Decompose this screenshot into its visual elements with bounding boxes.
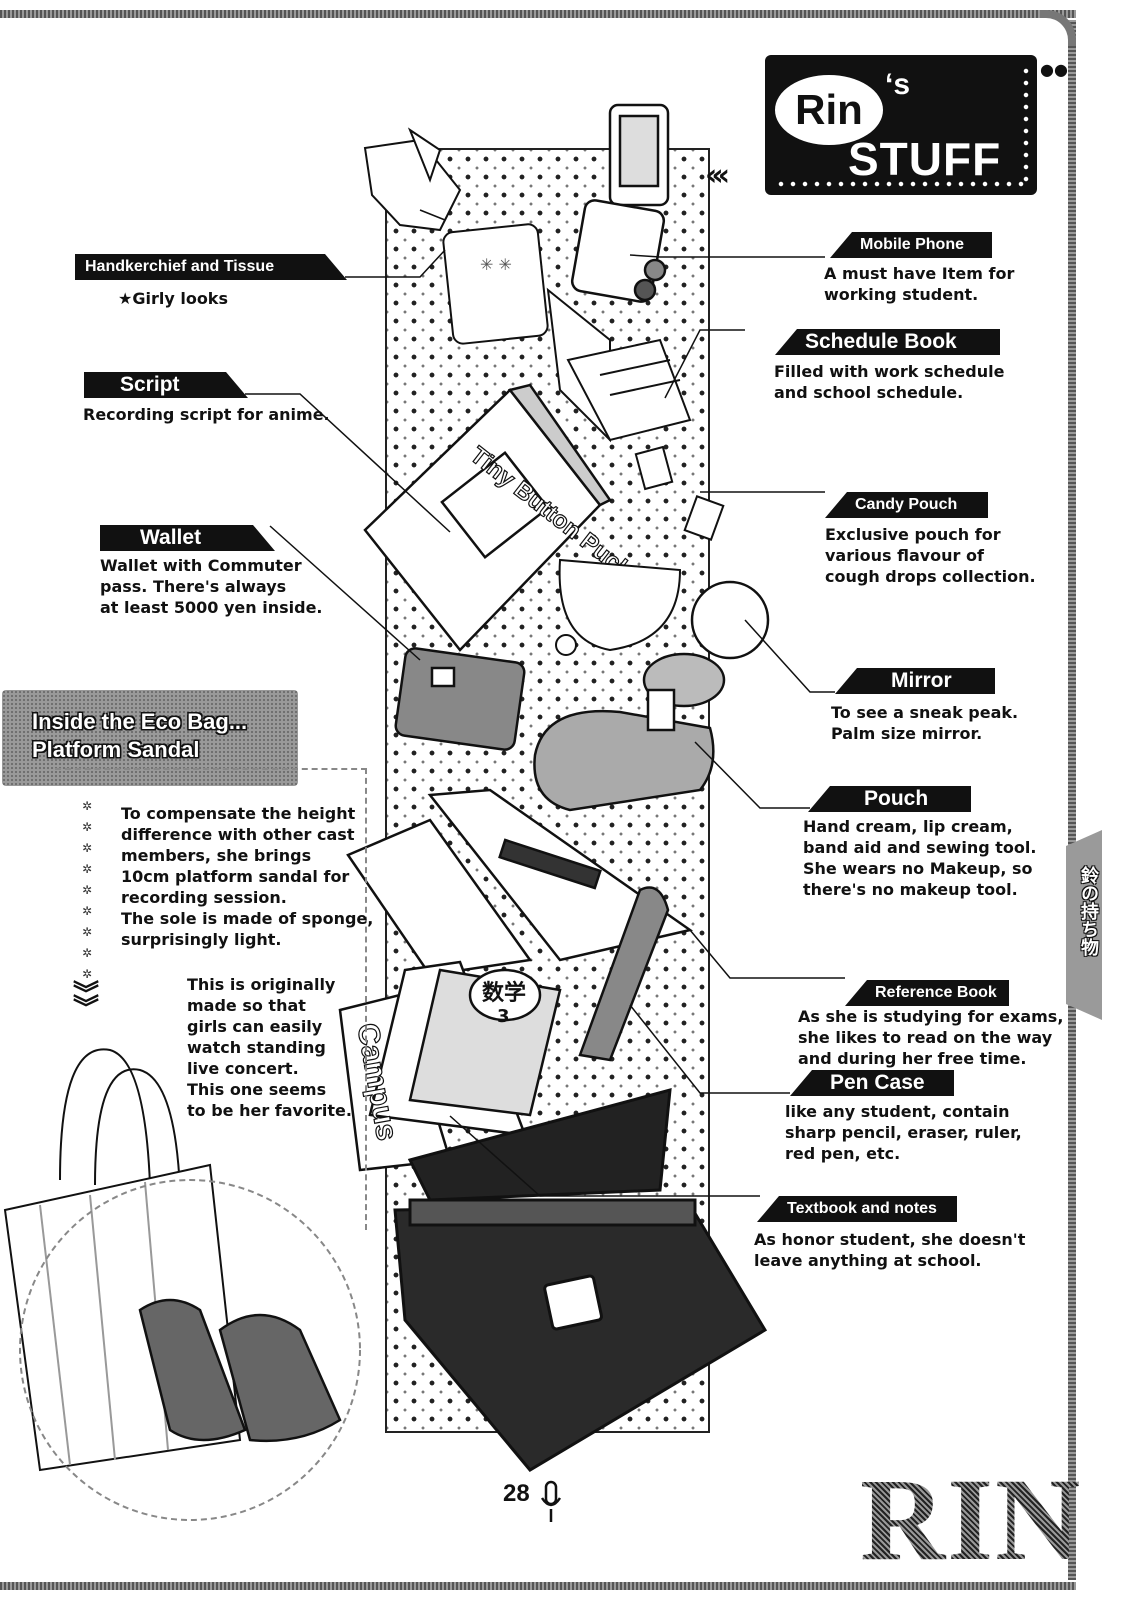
desc-textbook-notes: As honor student, she doesn't leave anyt…	[754, 1230, 1026, 1270]
tissue-illustration: ✳ ✳	[442, 223, 549, 345]
mobile-phone-illustration	[570, 103, 670, 303]
school-bag-illustration	[393, 1087, 768, 1472]
label-wallet: Wallet	[100, 525, 275, 551]
reference-book-illustration	[346, 788, 694, 977]
label-textbook-notes: Textbook and notes	[757, 1196, 957, 1222]
desc-script: Recording script for anime.	[83, 405, 330, 424]
label-pen-case: Pen Case	[790, 1070, 954, 1096]
chevron-left-arrows-icon: ‹‹‹	[705, 158, 730, 193]
schedule-book-illustration	[546, 287, 692, 443]
handkerchief-illustration	[363, 127, 462, 232]
page-border-top	[0, 10, 1076, 18]
label-mirror: Mirror	[835, 668, 995, 694]
signature-rin: RIN	[860, 1454, 1083, 1585]
microphone-icon	[540, 1480, 562, 1522]
page-border-right	[1068, 20, 1076, 1580]
label-reference-book: Reference Book	[845, 980, 1009, 1006]
title-apostrophe: ‘s	[885, 68, 911, 101]
desc-handkerchief: ★Girly looks	[118, 289, 228, 308]
label-handkerchief: Handkerchief and Tissue	[75, 254, 347, 280]
desc-pouch: Hand cream, lip cream, band aid and sewi…	[803, 817, 1037, 899]
wallet-illustration	[394, 647, 526, 751]
page-border-bottom	[0, 1582, 1076, 1590]
bullet-dots-icon: ✲✲✲✲✲✲✲✲✲	[82, 799, 93, 981]
textbook-number: 3	[497, 1006, 510, 1027]
title-stuff: STUFF	[848, 133, 1002, 185]
film-holes-right	[1023, 65, 1029, 185]
title-name: Rin	[775, 75, 883, 145]
textbook-title: 数学	[482, 980, 526, 1006]
label-mobile-phone: Mobile Phone	[830, 232, 992, 258]
eco-bag-title-box	[2, 690, 298, 786]
desc-wallet: Wallet with Commuter pass. There's alway…	[100, 556, 323, 617]
pouch-illustration	[533, 688, 715, 812]
chevron-down-icon: ︾︾	[73, 980, 100, 1024]
script-illustration	[363, 383, 612, 652]
desc-mobile-phone: A must have Item for working student.	[824, 264, 1015, 304]
desc-candy-pouch: Exclusive pouch for various flavour of c…	[825, 525, 1036, 586]
page-border-corner	[1040, 10, 1076, 46]
side-tab-label: 鈴の持ち物	[1078, 866, 1099, 956]
page-number: 28	[503, 1480, 530, 1507]
desc-pen-case: like any student, contain sharp pencil, …	[785, 1102, 1022, 1163]
eco-bag-title: Inside the Eco Bag... Platform Sandal	[32, 709, 248, 762]
platform-sandal-illustration	[138, 1298, 342, 1443]
pen-case-illustration	[578, 886, 670, 1062]
label-script: Script	[84, 372, 248, 398]
label-pouch: Pouch	[808, 786, 971, 812]
label-candy-pouch: Candy Pouch	[825, 492, 988, 518]
label-schedule-book: Schedule Book	[775, 329, 1000, 355]
desc-schedule-book: Filled with work schedule and school sch…	[774, 362, 1005, 402]
leader-lines	[245, 209, 845, 1197]
dots-icon: ●●	[1040, 60, 1068, 79]
candy-pouch-illustration	[555, 445, 725, 656]
desc-reference-book: As she is studying for exams, she likes …	[798, 1007, 1064, 1068]
film-holes-bottom	[775, 181, 1027, 187]
eco-bag-circle	[19, 1179, 361, 1521]
eco-bag-text-bag: This is originally made so that girls ca…	[187, 975, 352, 1120]
eco-bag-dashed-frame	[55, 768, 367, 1230]
svg-text:✳ ✳: ✳ ✳	[480, 255, 512, 274]
desc-mirror: To see a sneak peak. Palm size mirror.	[831, 703, 1019, 743]
eco-bag-text-sandal: To compensate the height difference with…	[121, 804, 374, 949]
side-tab: 鈴の持ち物	[1066, 830, 1102, 1020]
